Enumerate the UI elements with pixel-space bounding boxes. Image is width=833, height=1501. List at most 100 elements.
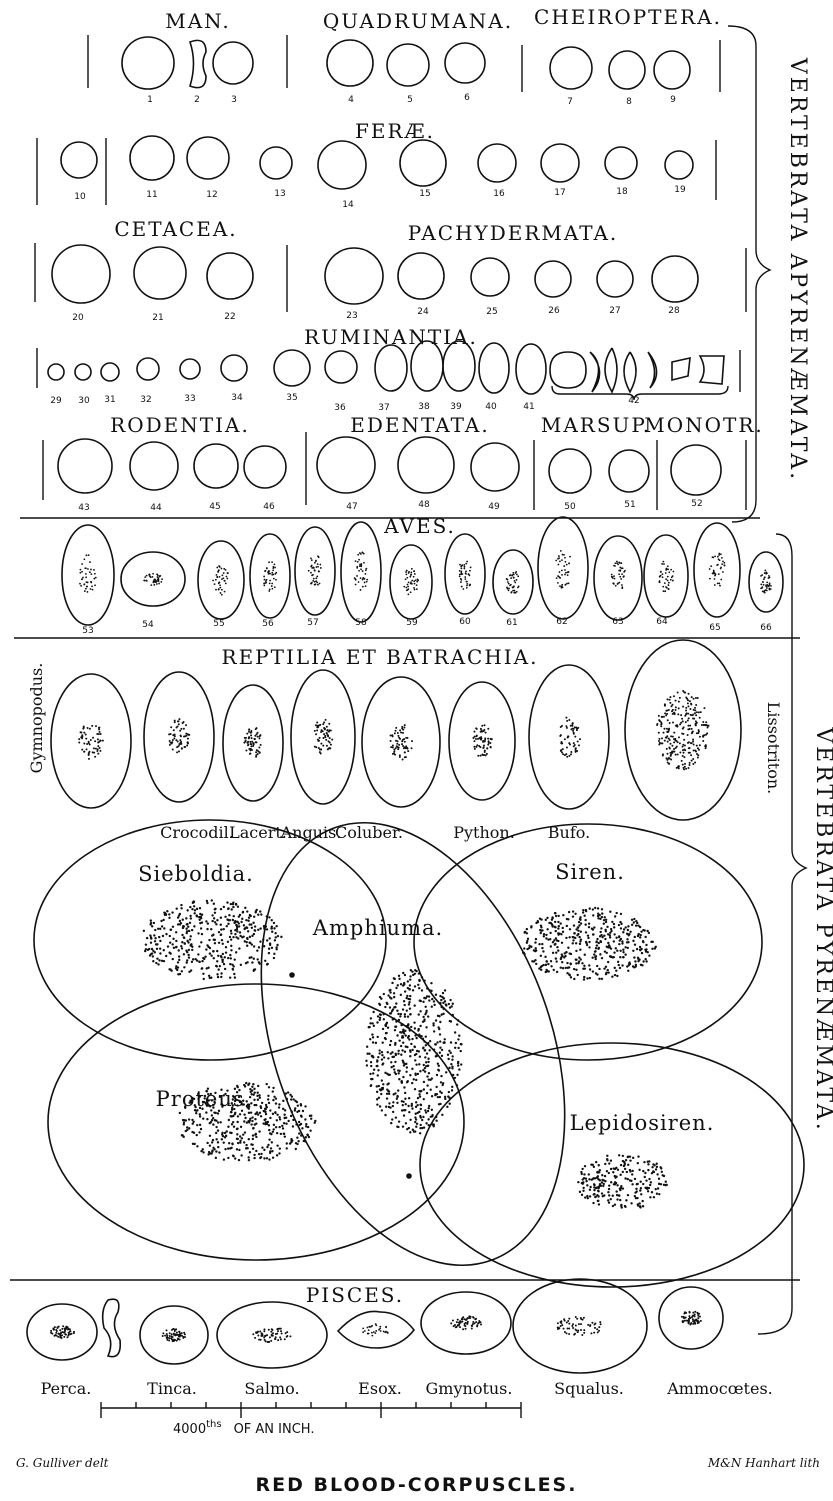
corpuscle-ruminant-variants (550, 348, 724, 392)
cell-number: 46 (263, 502, 275, 512)
corpuscle-bird (445, 534, 485, 614)
cell-number: 2 (194, 95, 200, 105)
cell-number: 59 (406, 618, 418, 628)
corpuscle-reptile (625, 640, 741, 820)
label-reptile-name: Coluber. (335, 823, 403, 842)
corpuscle (75, 364, 91, 380)
nucleus (308, 555, 322, 585)
corpuscle (398, 437, 454, 493)
cell-number: 48 (418, 500, 430, 510)
cell-number: 40 (485, 402, 497, 412)
cell-number: 38 (418, 402, 430, 412)
cell-number: 15 (419, 189, 430, 199)
corpuscle (221, 355, 247, 381)
corpuscle-bird (121, 552, 185, 606)
cell-number: 50 (564, 502, 576, 512)
corpuscle (375, 345, 407, 391)
corpuscle (260, 147, 292, 179)
nucleus (78, 725, 104, 760)
cell-number: 49 (488, 502, 500, 512)
corpuscle (478, 144, 516, 182)
corpuscle-bird (644, 535, 688, 617)
cell-number: 4 (348, 95, 354, 105)
cell-number: 14 (342, 200, 354, 210)
group-label-pachydermata: PACHYDERMATA. (408, 221, 619, 245)
cell-number: 35 (286, 393, 297, 403)
credit-lithographer: M&N Hanhart lith (707, 1456, 820, 1470)
cell-number: 18 (616, 187, 628, 197)
label-fish-name: Tinca. (147, 1379, 197, 1398)
cell-number: 19 (674, 185, 686, 195)
corpuscle-reptile (362, 677, 440, 807)
corpuscle (516, 344, 546, 394)
corpuscle (479, 343, 509, 393)
cell-number: 56 (262, 619, 274, 629)
corpuscle (130, 442, 178, 490)
nucleus (522, 907, 657, 981)
cell-number: 65 (709, 623, 720, 633)
brace-pyrenaemata (758, 534, 806, 1334)
label-gymnopodus: Gymnopodus. (27, 663, 46, 774)
cell-number: 24 (417, 307, 429, 317)
nucleus (403, 568, 419, 595)
corpuscle (101, 363, 119, 381)
corpuscle-reptile (144, 672, 214, 802)
side-label-apyrenaemata: VERTEBRATA APYRENÆMATA. (785, 57, 810, 482)
cell-number: 1 (147, 95, 153, 105)
corpuscle (213, 42, 253, 84)
nucleus (50, 1325, 75, 1339)
cell-number: 20 (72, 313, 84, 323)
cell-number: 34 (231, 393, 243, 403)
cell-number: 9 (670, 95, 676, 105)
cell-number: 42 (628, 396, 639, 406)
corpuscle-bird (493, 550, 533, 614)
corpuscle-fish (513, 1279, 647, 1373)
corpuscle-reptile (291, 670, 355, 804)
corpuscle (671, 445, 721, 495)
label-fish-name: Gmynotus. (426, 1379, 513, 1398)
cell-number: 32 (140, 395, 151, 405)
dot (407, 1174, 411, 1178)
corpuscle (194, 444, 238, 488)
corpuscle (665, 151, 693, 179)
corpuscle (550, 47, 592, 89)
corpuscle (180, 359, 200, 379)
cell-number: 11 (146, 190, 157, 200)
corpuscle (597, 261, 633, 297)
cell-number: 6 (464, 93, 470, 103)
label-fish-name: Esox. (358, 1379, 402, 1398)
corpuscle (398, 253, 444, 299)
corpuscle (48, 364, 64, 380)
label-reptile-name: Anguis. (280, 823, 342, 842)
corpuscle (541, 144, 579, 182)
nucleus (365, 969, 462, 1135)
group-label-edentata: EDENTATA. (350, 413, 489, 437)
cell-number: 29 (50, 396, 62, 406)
cell-number: 36 (334, 403, 346, 413)
brace-apyrenaemata (728, 26, 770, 522)
label-reptile-name: Crocodil. (160, 823, 234, 842)
nucleus (162, 1328, 186, 1342)
corpuscle-lepidosiren (420, 1043, 804, 1287)
nucleus (314, 719, 333, 755)
corpuscle (609, 51, 645, 89)
cell-number: 13 (274, 189, 285, 199)
corpuscle (652, 256, 698, 302)
cell-number: 12 (206, 190, 217, 200)
cell-number: 58 (355, 618, 367, 628)
credit-artist: G. Gulliver delt (16, 1456, 109, 1470)
group-label-man: MAN. (165, 9, 231, 33)
label-amphiuma: Amphiuma. (312, 916, 443, 940)
corpuscle (535, 261, 571, 297)
nucleus (760, 570, 772, 594)
corpuscle (327, 40, 373, 86)
cell-number: 52 (691, 499, 702, 509)
nucleus (611, 561, 626, 589)
cell-number: 3 (231, 95, 237, 105)
corpuscle (274, 350, 310, 386)
section-label-pisces: PISCES. (306, 1283, 404, 1307)
cell-number: 53 (82, 626, 93, 636)
corpuscle (471, 258, 509, 296)
nucleus (168, 718, 190, 753)
label-sieboldia: Sieboldia. (138, 862, 254, 886)
